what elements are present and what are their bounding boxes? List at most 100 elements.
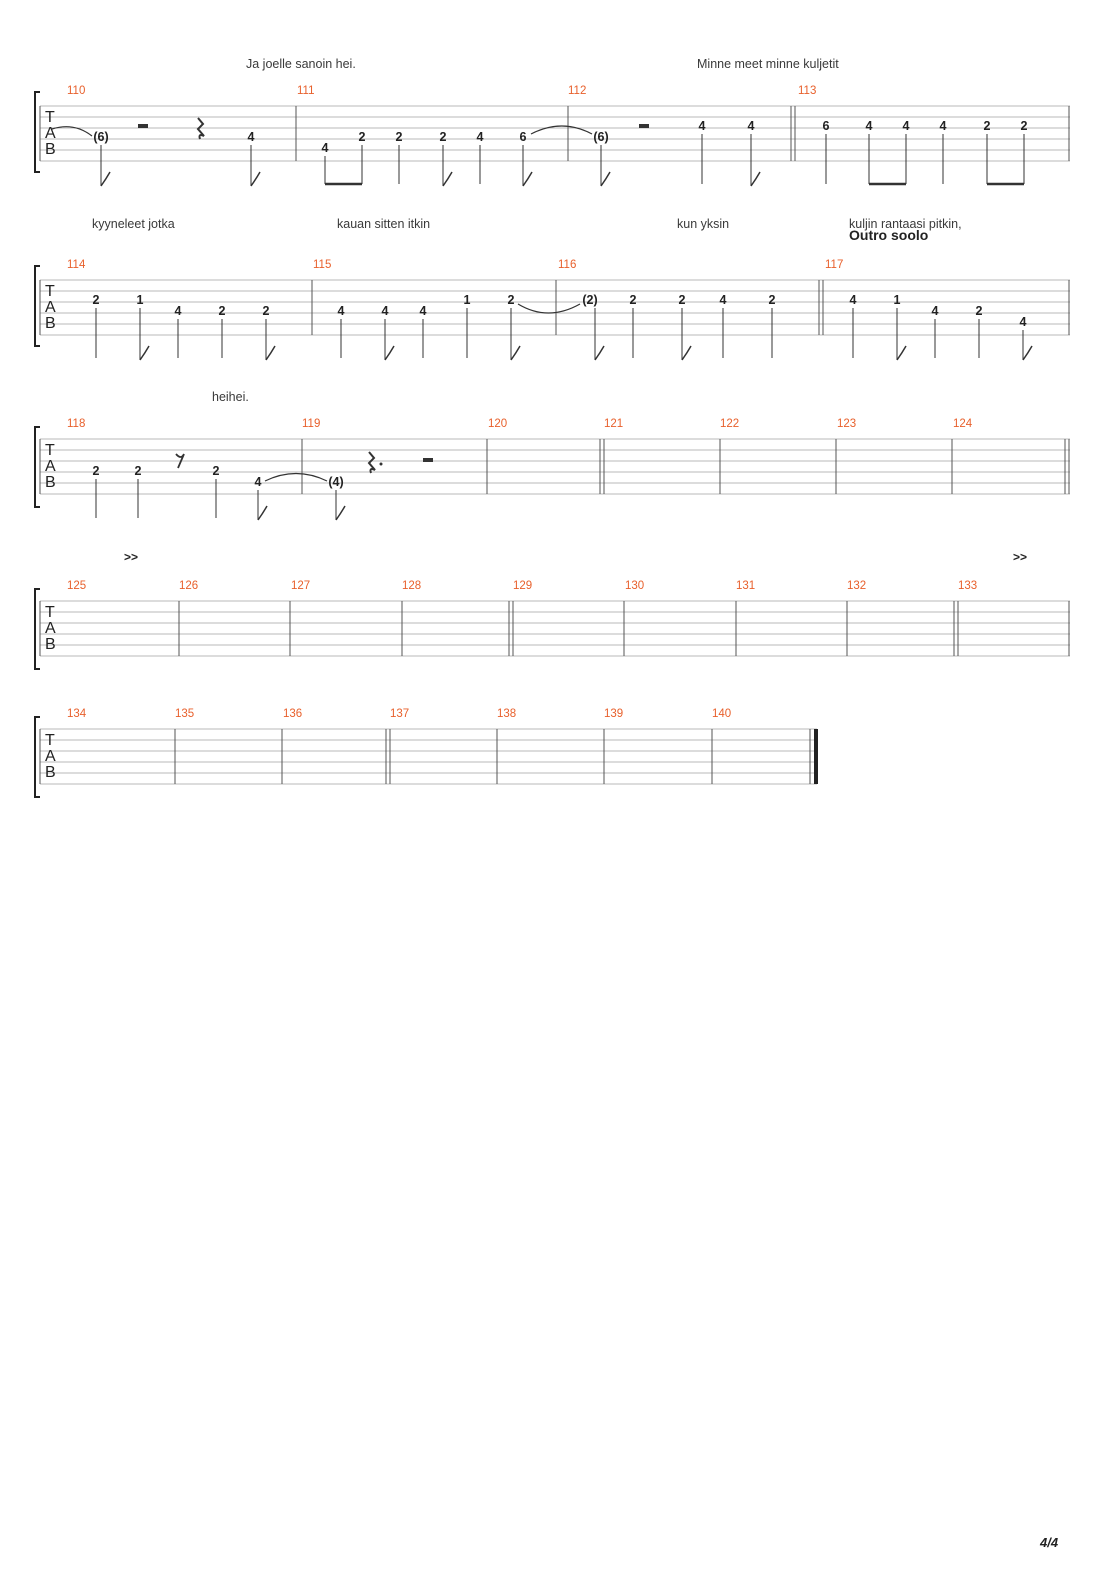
- measure-number: 112: [568, 85, 586, 97]
- quarter-rest: [196, 117, 205, 140]
- fret-number: (4): [328, 475, 343, 489]
- accent-marks: >>: [124, 550, 138, 564]
- note-flag: [250, 171, 261, 187]
- barlines: [39, 601, 1070, 656]
- tab-clef-b: B: [45, 764, 56, 781]
- measure-number: 130: [625, 580, 644, 592]
- fret-number: 2: [769, 293, 776, 307]
- lyric: heihei.: [212, 390, 249, 404]
- note-flag: [510, 345, 521, 361]
- fret-number: 4: [748, 119, 755, 133]
- fret-number: 4: [248, 130, 255, 144]
- fret-number: 2: [976, 304, 983, 318]
- note-flag: [896, 345, 907, 361]
- fret-number: 2: [396, 130, 403, 144]
- fret-number: 2: [359, 130, 366, 144]
- system-bracket: [34, 716, 40, 798]
- tie: [517, 303, 581, 314]
- fret-number: 4: [720, 293, 727, 307]
- measure-number: 123: [837, 418, 856, 430]
- measure-number: 113: [798, 85, 816, 97]
- barlines: [39, 729, 811, 784]
- lyric: kun yksin: [677, 217, 729, 231]
- fret-number: 4: [866, 119, 873, 133]
- note-flag: [594, 345, 605, 361]
- measure-number: 116: [558, 259, 576, 271]
- tab-clef-t: T: [45, 732, 55, 749]
- measure-number: 135: [175, 708, 194, 720]
- note-flag: [600, 171, 611, 187]
- fret-number: 1: [894, 293, 901, 307]
- note-flag: [335, 505, 346, 521]
- eighth-rest: [175, 453, 185, 469]
- measure-number: 111: [297, 85, 314, 97]
- measure-number: 137: [390, 708, 409, 720]
- system-1: Ja joelle sanoin hei. Minne meet minne k…: [34, 57, 1070, 187]
- note-flag: [384, 345, 395, 361]
- measure-number: 133: [958, 580, 977, 592]
- fret-number: 4: [1020, 315, 1027, 329]
- measure-number: 138: [497, 708, 516, 720]
- note-flag: [750, 171, 761, 187]
- measure-number: 114: [67, 259, 86, 271]
- fret-number: 4: [903, 119, 910, 133]
- measure-number: 117: [825, 259, 843, 271]
- measure-number: 118: [67, 418, 85, 430]
- system-3: heihei. 118 119 120 121 122 123 124 T A …: [34, 390, 1070, 521]
- fret-number: 4: [932, 304, 939, 318]
- staff-lines: [40, 728, 817, 785]
- system-2: kyyneleet jotka kauan sitten itkin kun y…: [34, 217, 1070, 361]
- fret-number: 1: [464, 293, 471, 307]
- staff-lines: [40, 438, 1070, 495]
- measure-number: 110: [67, 85, 85, 97]
- fret-number: 4: [940, 119, 947, 133]
- measure-number: 131: [736, 580, 755, 592]
- fret-number: 2: [263, 304, 270, 318]
- fret-number: 2: [93, 464, 100, 478]
- barlines: [39, 106, 1070, 161]
- half-rest: [138, 124, 148, 128]
- system-bracket: [34, 265, 40, 347]
- fret-number: 4: [420, 304, 427, 318]
- system-bracket: [34, 588, 40, 670]
- fret-number: 2: [213, 464, 220, 478]
- measure-number: 115: [313, 259, 331, 271]
- system-bracket: [34, 426, 40, 508]
- measure-number: 121: [604, 418, 623, 430]
- fret-number: 2: [135, 464, 142, 478]
- staff-lines: [40, 279, 1070, 336]
- fret-number: 4: [477, 130, 484, 144]
- fret-number: 4: [255, 475, 262, 489]
- tie: [264, 472, 328, 482]
- tab-clef-t: T: [45, 109, 55, 126]
- tie: [51, 126, 93, 137]
- tie: [530, 125, 593, 135]
- fret-number: 4: [850, 293, 857, 307]
- fret-number: 2: [1021, 119, 1028, 133]
- barlines: [39, 439, 1070, 494]
- tab-clef-a: A: [45, 620, 56, 637]
- fret-number: 4: [322, 141, 329, 155]
- half-rest: [423, 458, 433, 462]
- tab-clef-b: B: [45, 636, 56, 653]
- fret-number: 6: [823, 119, 830, 133]
- note-flag: [265, 345, 276, 361]
- fret-number: (2): [582, 293, 597, 307]
- tab-clef-a: A: [45, 458, 56, 475]
- measure-number: 119: [302, 418, 320, 430]
- note-flag: [681, 345, 692, 361]
- fret-number: 4: [175, 304, 182, 318]
- system-4: >> >> 125 126 127 128 129 130 131 132 13…: [34, 550, 1070, 670]
- half-rest: [639, 124, 649, 128]
- tab-clef-a: A: [45, 748, 56, 765]
- lyric: kyyneleet jotka: [92, 217, 175, 231]
- tab-clef-b: B: [45, 474, 56, 491]
- fret-number: 2: [440, 130, 447, 144]
- measure-number: 140: [712, 708, 731, 720]
- measure-number: 129: [513, 580, 532, 592]
- measure-number: 120: [488, 418, 507, 430]
- fret-number: 2: [508, 293, 515, 307]
- measure-number: 132: [847, 580, 866, 592]
